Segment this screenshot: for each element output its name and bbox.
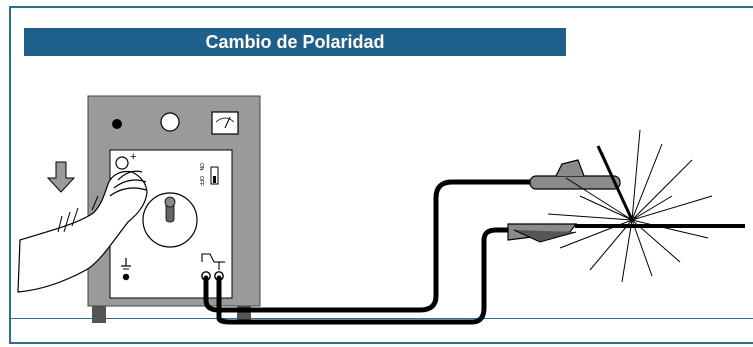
electrode-holder (529, 145, 634, 221)
switch-off-label: OFF (198, 176, 204, 186)
ground-clamp (507, 223, 578, 243)
clamp-lower-jaw (513, 229, 577, 243)
machine-leg-left (92, 305, 106, 323)
meter-icon (211, 111, 239, 135)
electrode-cable (203, 179, 543, 313)
diagram-title: Cambio de Polaridad (205, 31, 385, 52)
down-arrow-icon (46, 161, 76, 193)
on-off-switch: ON OFF (198, 163, 219, 186)
title-bar: Cambio de Polaridad (24, 28, 566, 56)
machine-knob (160, 112, 180, 132)
holder-lever (555, 159, 585, 177)
finger-2 (113, 179, 147, 189)
spark-lines (547, 129, 713, 283)
operator-arm: + (17, 151, 148, 293)
motion-lines (57, 195, 99, 233)
ground-symbol-icon (121, 258, 131, 281)
ground-line (9, 318, 753, 319)
polarity-dial (142, 192, 198, 248)
ground-cable (216, 227, 515, 325)
indicator-light (112, 119, 122, 129)
cables (203, 179, 543, 325)
finger-3 (109, 187, 147, 197)
finger-1 (117, 170, 143, 181)
operator-sleeve (17, 170, 148, 293)
polarity-plus-label: + (130, 151, 136, 163)
holder-grip (529, 175, 621, 190)
dial-knob (115, 156, 129, 170)
switch-on-label: ON (198, 163, 204, 171)
